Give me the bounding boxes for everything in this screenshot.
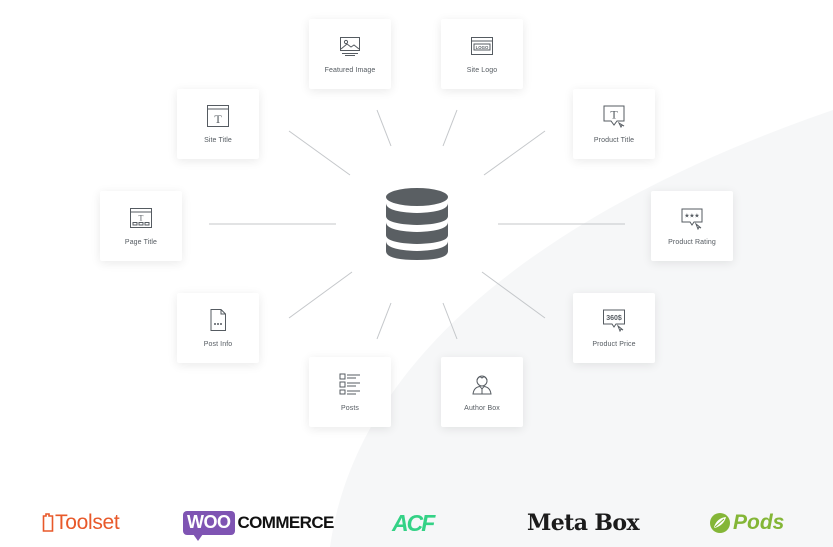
card-label: Product Title — [593, 137, 635, 144]
woocommerce-logo: WOO COMMERCE — [183, 508, 335, 541]
logo-icon-text: LOGO — [476, 45, 489, 50]
metabox-logo: Meta Box — [527, 508, 640, 538]
acf-logo: ACF — [392, 508, 435, 538]
card-site-logo: LOGO Site Logo — [441, 19, 523, 89]
connector-featured-image — [376, 109, 392, 147]
card-label: Page Title — [124, 239, 158, 246]
metabox-text: Meta Box — [527, 510, 640, 536]
card-label: Posts — [340, 405, 359, 412]
connector-author-box — [442, 302, 458, 340]
card-product-price: 360$ Product Price — [573, 293, 655, 363]
toolset-text: Toolset — [55, 511, 120, 534]
card-label: Product Price — [592, 341, 636, 348]
card-label: Product Rating — [668, 239, 716, 246]
price-bubble-icon: 360$ — [603, 309, 625, 332]
toolset-mark-icon — [42, 513, 54, 532]
product-title-icon: T — [603, 105, 625, 128]
title-t-text: T — [139, 214, 144, 223]
pods-logo: Pods — [709, 508, 784, 538]
pods-text: Pods — [733, 511, 785, 534]
connector-site-title — [288, 130, 351, 176]
card-product-title: T Product Title — [573, 89, 655, 159]
svg-text:★: ★ — [689, 213, 694, 220]
image-icon — [340, 37, 360, 56]
woo-badge-tail — [193, 534, 203, 541]
database-icon — [386, 188, 448, 260]
price-icon-text: 360$ — [606, 315, 622, 322]
woo-commerce-text: COMMERCE — [237, 513, 335, 532]
card-site-title: T Site Title — [177, 89, 259, 159]
card-author-box: Author Box — [441, 357, 523, 427]
woo-badge: WOO — [183, 511, 235, 541]
acf-text: ACF — [392, 509, 435, 536]
card-label: Featured Image — [324, 67, 376, 74]
posts-list-icon — [339, 373, 360, 395]
woo-badge-text: WOO — [187, 512, 231, 532]
card-label: Site Title — [204, 137, 232, 144]
card-featured-image: Featured Image — [309, 19, 391, 89]
toolset-logo: Toolset — [42, 508, 120, 538]
rating-bubble-icon: ★ ★ ★ — [681, 208, 703, 230]
card-product-rating: ★ ★ ★ Product Rating — [651, 191, 733, 261]
svg-text:★: ★ — [694, 213, 699, 220]
connector-site-logo — [442, 109, 458, 147]
author-avatar-icon — [472, 375, 492, 395]
title-window-icon: T — [207, 105, 229, 127]
card-post-info: Post Info — [177, 293, 259, 363]
connector-post-info — [288, 271, 353, 319]
connector-posts — [376, 302, 392, 340]
card-posts: Posts — [309, 357, 391, 427]
title-t-text: T — [610, 108, 618, 122]
title-t-text: T — [214, 112, 222, 126]
card-label: Post Info — [203, 341, 233, 348]
pods-leaf-icon — [710, 513, 730, 533]
card-page-title: T Page Title — [100, 191, 182, 261]
page-title-icon: T — [130, 208, 152, 228]
card-label: Author Box — [464, 405, 500, 412]
logo-icon: LOGO — [471, 37, 493, 55]
connector-product-title — [483, 130, 546, 176]
svg-text:★: ★ — [684, 213, 689, 220]
connector-product-price — [481, 271, 546, 319]
post-file-icon — [210, 309, 226, 331]
card-label: Site Logo — [466, 67, 498, 74]
